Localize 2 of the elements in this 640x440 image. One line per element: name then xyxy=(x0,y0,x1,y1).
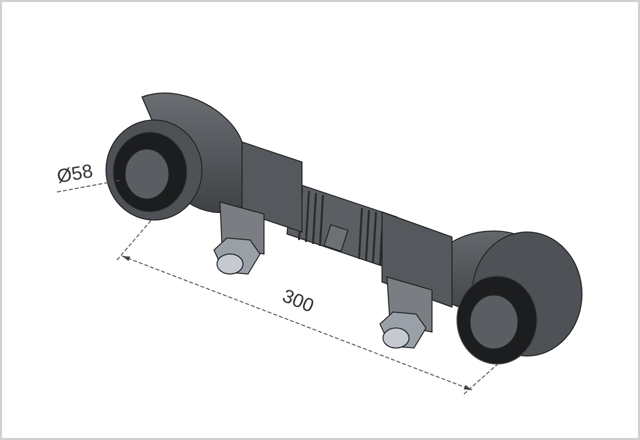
dimension-label: 300 xyxy=(280,286,316,316)
dimension-label: Ø58 xyxy=(56,162,94,187)
